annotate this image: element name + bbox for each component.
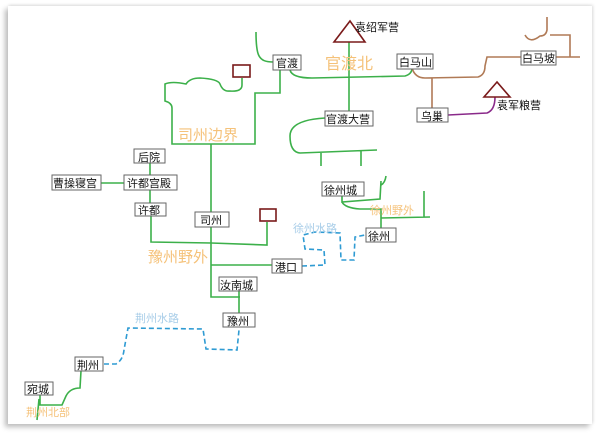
grain-camp-label: 袁军粮营: [497, 98, 541, 112]
land-routes: [36, 31, 431, 421]
node-runan-city[interactable]: 汝南城: [218, 276, 258, 292]
node-label: 白马山: [399, 55, 432, 69]
node-label: 许都宫殿: [127, 176, 171, 190]
node-label: 乌巢: [421, 109, 443, 123]
route-guandu-camp: [289, 117, 378, 166]
node-label: 宛城: [27, 382, 49, 396]
node-label: 许都: [138, 204, 160, 217]
route-sizhou: [210, 144, 240, 313]
node-xuzhou[interactable]: 徐州: [365, 227, 397, 243]
node-label: 汝南城: [220, 278, 253, 292]
route-guandu-north: [255, 31, 274, 63]
node-wuchao[interactable]: 乌巢: [416, 107, 449, 123]
node-label: 后院: [138, 150, 160, 164]
node-baimashan[interactable]: 白马山: [396, 53, 434, 70]
baima-routes: [411, 17, 580, 108]
node-xudu-palace[interactable]: 许都宫殿: [123, 174, 178, 191]
node-label: 港口: [275, 261, 297, 274]
region-yuzhou-wild: 豫州野外: [148, 248, 208, 266]
node-label: 官渡: [276, 56, 298, 70]
route-baima: [411, 17, 580, 108]
yuzhou-wild-square-marker[interactable]: [259, 208, 277, 222]
water-routes: [104, 231, 366, 365]
sizhou-border-outline: [164, 70, 281, 145]
node-guandu[interactable]: 官渡: [272, 54, 302, 71]
region-jingzhou-north: 荆州北部: [26, 405, 70, 419]
region-sizhou-border: 司州边界: [178, 126, 238, 144]
map-page: [8, 6, 592, 424]
node-baimapo[interactable]: 白马坡: [520, 50, 557, 66]
node-caocao-bedroom[interactable]: 曹操寝宫: [51, 174, 102, 191]
node-wancheng[interactable]: 宛城: [24, 381, 54, 396]
route-xudu: [101, 163, 151, 203]
node-yuzhou[interactable]: 豫州: [222, 312, 256, 328]
route-xuzhou-wild: [341, 175, 431, 228]
node-jingzhou[interactable]: 荆州: [74, 356, 104, 372]
node-label: 官渡大营: [326, 112, 370, 126]
route-jingzhou-water: [104, 327, 240, 365]
node-xudu[interactable]: 许都: [134, 202, 167, 217]
route-guandu-baimashan: [289, 67, 413, 79]
node-label: 司州: [200, 214, 222, 227]
node-label: 徐州城: [324, 183, 357, 197]
region-xuzhou-wild: 徐州野外: [370, 203, 414, 217]
node-label: 豫州: [227, 315, 249, 328]
sizhou-border-square-marker[interactable]: [232, 64, 251, 78]
waterway-xuzhou: 徐州水路: [293, 221, 337, 235]
route-jingzhou-north: [36, 370, 82, 421]
node-label: 曹操寝宫: [53, 176, 97, 190]
region-guandu-north: 官渡北: [325, 54, 373, 73]
node-port[interactable]: 港口: [271, 258, 303, 274]
node-houyuan[interactable]: 后院: [133, 148, 166, 164]
node-sizhou[interactable]: 司州: [194, 211, 230, 228]
route-grain-camp: [447, 96, 496, 116]
route-yuzhou-wild: [150, 216, 272, 266]
node-label: 白马坡: [522, 51, 555, 65]
route-xuzhou-water: [301, 231, 366, 267]
node-guandu-camp[interactable]: 官渡大营: [324, 110, 374, 127]
node-xuzhou-city[interactable]: 徐州城: [321, 181, 365, 197]
grain-camp-triangle-icon[interactable]: [482, 80, 512, 98]
yuanshao-camp-label: 袁绍军营: [355, 20, 399, 34]
waterway-jingzhou: 荆州水路: [135, 312, 179, 325]
yuanshao-camp-triangle-icon[interactable]: [332, 19, 367, 43]
node-label: 荆州: [77, 359, 99, 372]
node-label: 徐州: [368, 229, 390, 243]
